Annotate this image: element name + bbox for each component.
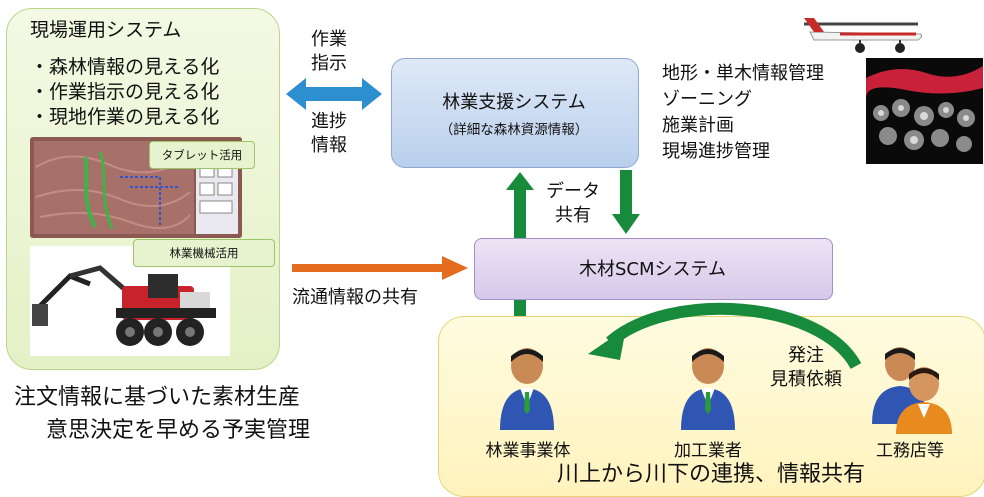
production-caption-line1: 注文情報に基づいた素材生産 bbox=[14, 385, 301, 410]
distribution-orange-arrow bbox=[292, 256, 468, 280]
forestry-support-system-title: 林業支援システム bbox=[442, 92, 586, 113]
survey-airplane-image bbox=[804, 18, 923, 53]
machine-usage-tag: 林業機械活用 bbox=[133, 239, 275, 267]
data-share-label: データ 共有 bbox=[546, 181, 600, 226]
forestry-support-system-box bbox=[391, 58, 639, 168]
forestry-operator-icon bbox=[500, 348, 554, 430]
function-terrain-tree-management: 地形・単木情報管理 bbox=[662, 63, 824, 84]
work-instruction-label: 作業 指示 bbox=[311, 29, 347, 74]
function-progress-management: 現場進捗管理 bbox=[662, 141, 770, 162]
actor-label-builders: 工務店等 bbox=[876, 441, 944, 461]
bullet-forest-visibility: ・森林情報の見える化 bbox=[30, 56, 220, 78]
progress-info-label: 進捗 情報 bbox=[311, 111, 347, 156]
builders-icon bbox=[872, 347, 952, 434]
actor-label-processor: 加工業者 bbox=[674, 441, 742, 461]
field-system-title: 現場運用システム bbox=[30, 19, 182, 41]
distribution-info-share-label: 流通情報の共有 bbox=[292, 287, 418, 308]
bullet-work-instruction-visibility: ・作業指示の見える化 bbox=[30, 81, 220, 103]
function-zoning: ゾーニング bbox=[662, 89, 752, 110]
order-estimate-label: 発注 見積依頼 bbox=[770, 345, 842, 390]
lidar-point-cloud-image bbox=[866, 58, 983, 164]
timber-scm-system-label: 木材SCMシステム bbox=[579, 259, 726, 280]
production-caption-line2: 意思決定を早める予実管理 bbox=[46, 418, 311, 443]
function-operation-planning: 施業計画 bbox=[662, 115, 734, 136]
timber-scm-system-box bbox=[474, 238, 833, 300]
collaboration-caption: 川上から川下の連携、情報共有 bbox=[556, 462, 865, 487]
order-curved-arrow bbox=[588, 302, 862, 370]
bidirectional-blue-arrow bbox=[286, 78, 382, 110]
actor-label-forestry-operator: 林業事業体 bbox=[485, 441, 571, 461]
forestry-support-system-subtitle: （詳細な森林資源情報） bbox=[439, 122, 589, 138]
processor-icon bbox=[681, 348, 735, 430]
tablet-usage-tag: タブレット活用 bbox=[149, 141, 255, 169]
bullet-site-work-visibility: ・現地作業の見える化 bbox=[30, 106, 220, 128]
